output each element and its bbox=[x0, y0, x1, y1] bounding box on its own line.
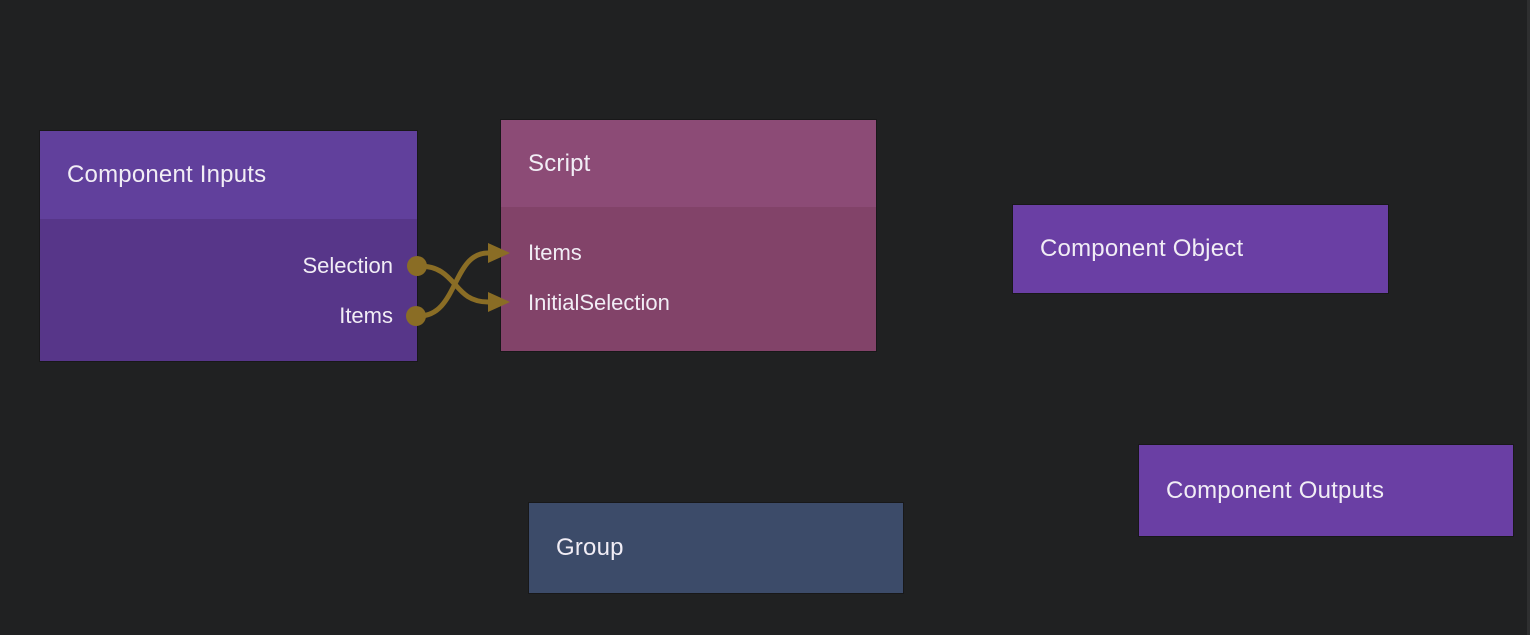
wire-path[interactable] bbox=[418, 250, 489, 319]
node-component-outputs[interactable]: Component Outputs bbox=[1139, 445, 1513, 536]
node-component-inputs-body: Selection Items bbox=[40, 219, 417, 341]
node-component-inputs[interactable]: Component Inputs Selection Items bbox=[40, 131, 417, 361]
wire-items-to-items[interactable] bbox=[418, 243, 510, 319]
node-title: Component Outputs bbox=[1166, 476, 1385, 504]
node-component-object[interactable]: Component Object bbox=[1013, 205, 1388, 293]
node-component-outputs-header[interactable]: Component Outputs bbox=[1139, 445, 1513, 536]
node-script-body: Items InitialSelection bbox=[501, 207, 876, 328]
node-component-object-header[interactable]: Component Object bbox=[1013, 205, 1388, 293]
output-port-items[interactable]: Items bbox=[339, 303, 393, 328]
right-edge-divider bbox=[1527, 0, 1530, 635]
output-port-selection[interactable]: Selection bbox=[302, 253, 393, 278]
arrowhead-icon bbox=[488, 243, 510, 263]
arrowhead-icon bbox=[488, 292, 510, 312]
node-script[interactable]: Script Items InitialSelection bbox=[501, 120, 876, 351]
node-title: Component Inputs bbox=[67, 161, 267, 188]
input-port-initialselection[interactable]: InitialSelection bbox=[528, 290, 670, 315]
node-script-header[interactable]: Script bbox=[501, 120, 876, 207]
input-port-items[interactable]: Items bbox=[528, 240, 582, 265]
port-dot-items[interactable] bbox=[406, 306, 426, 326]
node-group-header[interactable]: Group bbox=[529, 503, 903, 593]
node-title: Script bbox=[528, 149, 591, 177]
node-group[interactable]: Group bbox=[529, 503, 903, 593]
node-component-inputs-header[interactable]: Component Inputs bbox=[40, 131, 417, 219]
node-title: Group bbox=[556, 534, 624, 561]
wire-selection-to-initialselection[interactable] bbox=[418, 263, 510, 312]
node-title: Component Object bbox=[1040, 235, 1244, 262]
port-dot-selection[interactable] bbox=[407, 256, 427, 276]
